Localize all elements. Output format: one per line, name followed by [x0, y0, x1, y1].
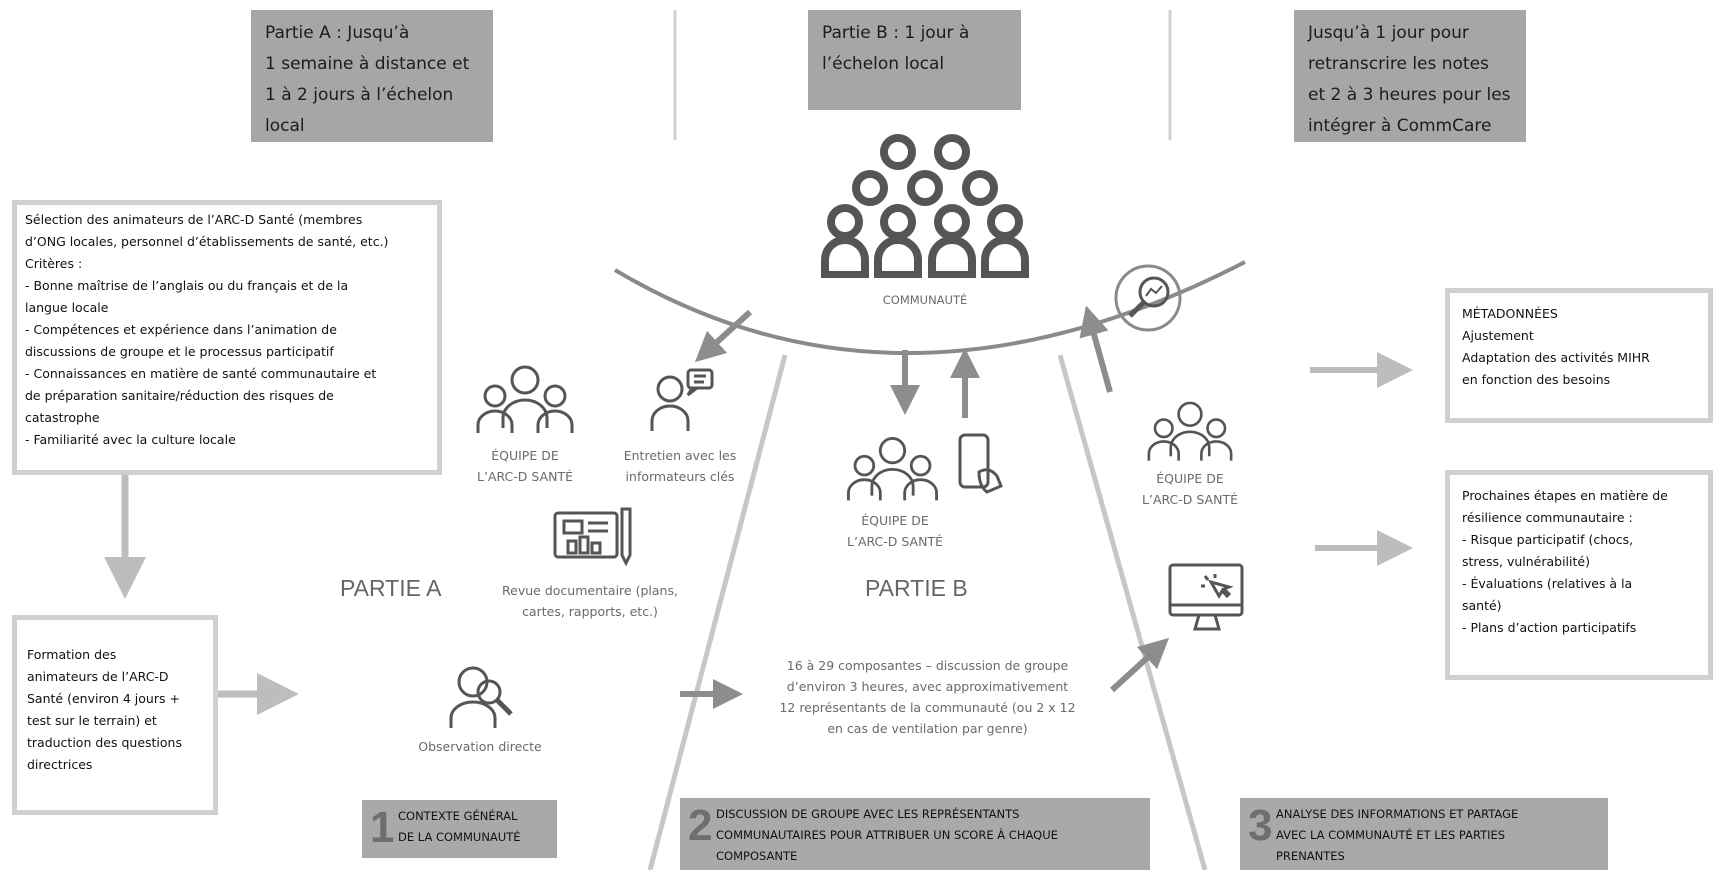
step-3-number: 3: [1248, 801, 1273, 850]
team-b-people-icon: [847, 437, 938, 501]
partie-b-label: PARTIE B: [865, 575, 968, 601]
computer-monitor-icon: [1168, 563, 1244, 631]
team-a-label: ÉQUIPE DE L’ARC-D SANTÉ: [477, 448, 573, 484]
interview-speech-icon: [650, 368, 714, 431]
next-steps-box: Prochaines étapes en matière de résilien…: [1445, 470, 1713, 680]
wedge-line-left: [647, 354, 788, 870]
community-people-icon: [821, 134, 1029, 278]
metadata-box: MÉTADONNÉES Ajustement Adaptation des ac…: [1445, 288, 1713, 423]
arrow-focus-to-computer: [1109, 637, 1170, 693]
team-b-label: ÉQUIPE DE L’ARC-D SANTÉ: [847, 513, 943, 549]
interview-label: Entretien avec les informateurs clés: [623, 448, 737, 484]
focus-group-description: 16 à 29 composantes – discussion de grou…: [779, 658, 1076, 736]
team-c-label: ÉQUIPE DE L’ARC-D SANTÉ: [1142, 471, 1238, 507]
document-review-icon: [553, 507, 632, 567]
step-2-box: 2 DISCUSSION DE GROUPE AVEC LES REPRÉSEN…: [680, 798, 1150, 870]
step-2-number: 2: [688, 801, 713, 850]
observation-label: Observation directe: [418, 739, 542, 754]
partie-a-label: PARTIE A: [340, 575, 442, 601]
magnifier-analysis-icon: [1114, 264, 1182, 332]
selection-criteria-box: Sélection des animateurs de l’ARC-D Sant…: [12, 200, 442, 475]
community-label: COMMUNAUTÉ: [882, 293, 968, 307]
smartphone-icon: [958, 433, 1003, 494]
timeline-part-c: Jusqu’à 1 jour pour retranscrire les not…: [1294, 10, 1526, 142]
team-c-people-icon: [1147, 401, 1233, 461]
step-1-box: 1 CONTEXTE GÉNÉRAL DE LA COMMUNAUTÉ: [362, 800, 557, 858]
timeline-part-b: Partie B : 1 jour à l’échelon local: [808, 10, 1021, 110]
arrow-arc-to-interview: [694, 309, 753, 363]
timeline-part-a: Partie A : Jusqu’à 1 semaine à distance …: [251, 10, 493, 142]
step-3-box: 3 ANALYSE DES INFORMATIONS ET PARTAGE AV…: [1240, 798, 1608, 870]
observation-magnifier-icon: [449, 666, 513, 728]
arrow-team-c-to-community: [1079, 305, 1113, 393]
training-box: Formation des animateurs de l’ARC-D Sant…: [12, 615, 218, 815]
team-people-icon: [476, 365, 574, 433]
step-1-number: 1: [370, 803, 395, 852]
document-review-label: Revue documentaire (plans, cartes, rappo…: [502, 583, 678, 619]
wedge-line-right: [1057, 354, 1208, 870]
